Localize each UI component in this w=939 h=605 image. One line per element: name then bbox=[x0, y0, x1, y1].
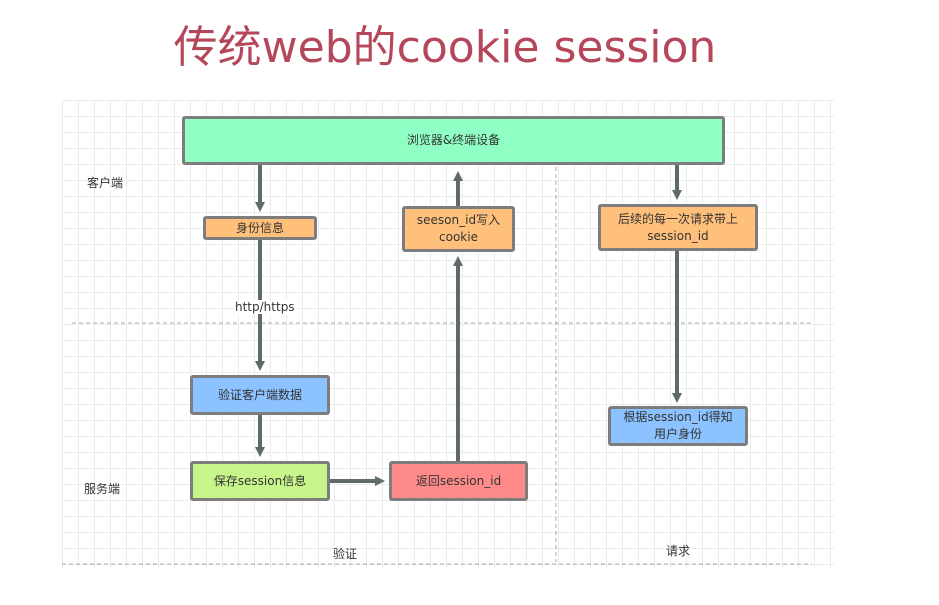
node-write-cookie: seeson_id写入 cookie bbox=[402, 206, 515, 252]
node-save-session-label: 保存session信息 bbox=[213, 473, 307, 488]
lane-label-server: 服务端 bbox=[84, 482, 121, 496]
edge-label-protocol: http/https bbox=[234, 300, 296, 314]
lane-label-request: 请求 bbox=[666, 544, 691, 558]
node-browser-label: 浏览器&终端设备 bbox=[406, 133, 501, 147]
node-identity: 身份信息 bbox=[203, 216, 317, 240]
node-subsequent-request-label: 后续的每一次请求带上 session_id bbox=[617, 211, 738, 243]
node-subsequent-request: 后续的每一次请求带上 session_id bbox=[598, 204, 758, 251]
node-return-session: 返回session_id bbox=[389, 461, 528, 501]
node-save-session: 保存session信息 bbox=[190, 461, 330, 501]
node-browser: 浏览器&终端设备 bbox=[182, 116, 725, 165]
lane-label-client: 客户端 bbox=[87, 176, 124, 190]
grid-background bbox=[62, 100, 834, 568]
node-identity-label: 身份信息 bbox=[235, 220, 284, 235]
lane-label-verify: 验证 bbox=[333, 547, 358, 561]
node-return-session-label: 返回session_id bbox=[415, 473, 502, 488]
node-verify-client: 验证客户端数据 bbox=[190, 375, 330, 415]
node-lookup-user-label: 根据session_id得知 用户身份 bbox=[623, 410, 733, 441]
diagram-title: 传统web的cookie session bbox=[173, 22, 717, 73]
node-write-cookie-label: seeson_id写入 cookie bbox=[416, 213, 501, 244]
node-lookup-user: 根据session_id得知 用户身份 bbox=[608, 406, 748, 446]
node-verify-client-label: 验证客户端数据 bbox=[217, 387, 302, 402]
